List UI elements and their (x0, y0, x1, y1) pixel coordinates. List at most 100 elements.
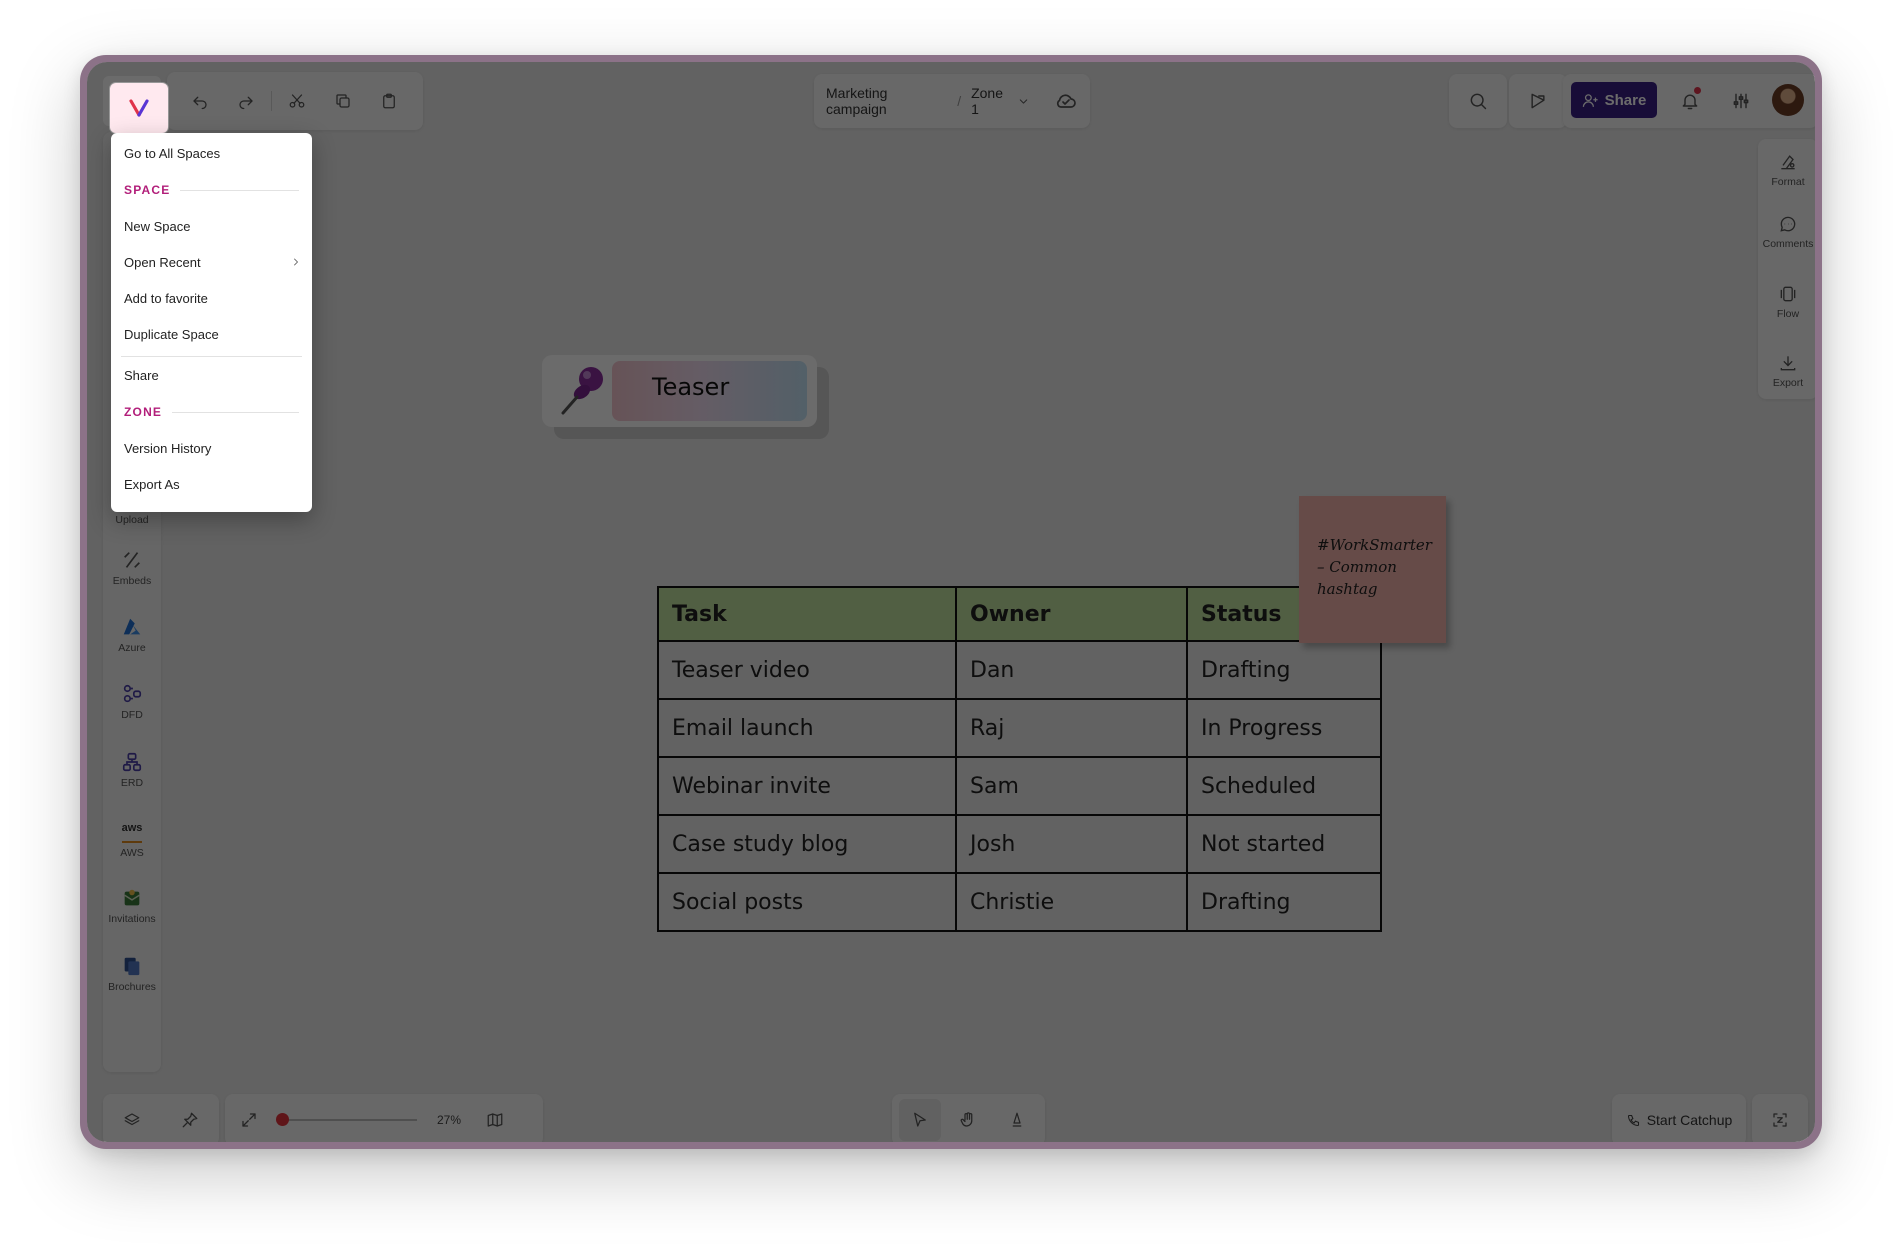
sidebar-item-upload[interactable]: Upload (103, 514, 161, 526)
add-user-icon (1582, 93, 1598, 107)
present-icon[interactable] (1509, 74, 1567, 128)
table-cell: Sam (955, 756, 1188, 816)
zoom-toolbar: 27% (225, 1094, 543, 1142)
app-window: Marketing campaign / Zone 1 Share Upload (80, 55, 1822, 1149)
table-row: Teaser video Dan Drafting (657, 640, 1382, 700)
search-icon[interactable] (1449, 74, 1507, 128)
start-catchup-button[interactable]: Start Catchup (1612, 1094, 1746, 1142)
app-menu: Go to All Spaces SPACE New Space Open Re… (111, 133, 312, 512)
canvas-tools (892, 1094, 1045, 1142)
sidebar-item-label: Brochures (108, 981, 156, 993)
menu-section-label: ZONE (124, 405, 163, 419)
sidebar-item-label: Embeds (112, 575, 152, 587)
chevron-right-icon (290, 256, 302, 268)
layers-icon[interactable] (123, 1111, 141, 1129)
erd-icon (122, 752, 142, 772)
table-cell: In Progress (1186, 698, 1382, 758)
app-logo-icon (129, 99, 149, 117)
avatar[interactable] (1772, 84, 1804, 116)
fit-view-panel (1752, 1094, 1808, 1142)
menu-item-duplicate-space[interactable]: Duplicate Space (124, 319, 302, 349)
menu-section-divider (172, 411, 299, 413)
paste-icon[interactable] (366, 78, 412, 124)
sidebar-item-label: Azure (118, 642, 146, 654)
right-item-comments[interactable]: Comments (1758, 214, 1815, 250)
menu-item-label: Duplicate Space (124, 326, 219, 342)
sticky-note[interactable]: #WorkSmarter – Common hashtag (1299, 496, 1446, 643)
select-tool-icon[interactable] (899, 1099, 942, 1141)
menu-item-go-to-all-spaces[interactable]: Go to All Spaces (124, 138, 302, 168)
fullscreen-icon[interactable] (235, 1111, 263, 1129)
zoom-level: 27% (436, 1113, 462, 1127)
table-header-row: Task Owner Status (657, 586, 1382, 642)
sidebar-item-erd[interactable]: ERD (103, 751, 161, 789)
menu-section-label: SPACE (124, 183, 171, 197)
sidebar-item-label: DFD (121, 709, 143, 721)
table-cell: Teaser video (657, 640, 957, 700)
menu-item-label: Go to All Spaces (124, 145, 221, 161)
settings-sliders-icon[interactable] (1726, 86, 1756, 116)
present-panel (1509, 74, 1567, 128)
menu-item-label: Share (124, 367, 159, 383)
right-item-label: Format (1771, 176, 1805, 188)
right-item-format[interactable]: Format (1758, 152, 1815, 188)
sidebar-item-azure[interactable]: Azure (103, 616, 161, 654)
sidebar-item-label: Invitations (108, 913, 156, 925)
menu-item-share[interactable]: Share (124, 360, 302, 390)
map-icon[interactable] (481, 1111, 509, 1129)
table-cell: Not started (1186, 814, 1382, 874)
right-item-export[interactable]: Export (1758, 353, 1815, 389)
table-row: Webinar invite Sam Scheduled (657, 756, 1382, 816)
sticky-note-text: #WorkSmarter – Common hashtag (1317, 536, 1432, 598)
start-catchup-label: Start Catchup (1646, 1112, 1733, 1128)
app-logo-button-active[interactable] (110, 83, 168, 133)
search-panel (1449, 74, 1507, 128)
sidebar-item-embeds[interactable]: Embeds (103, 549, 161, 587)
sidebar-item-aws[interactable]: aws AWS (103, 819, 161, 859)
menu-item-add-to-favorite[interactable]: Add to favorite (124, 283, 302, 313)
share-button[interactable]: Share (1571, 82, 1657, 118)
redo-icon[interactable] (223, 78, 269, 124)
menu-item-open-recent[interactable]: Open Recent (124, 247, 302, 277)
sidebar-item-invitations[interactable]: Invitations (103, 887, 161, 925)
sidebar-item-brochures[interactable]: Brochures (103, 955, 161, 993)
right-item-label: Export (1772, 377, 1804, 389)
format-icon (1781, 155, 1795, 170)
copy-icon[interactable] (320, 78, 366, 124)
breadcrumb-project[interactable]: Marketing campaign (826, 85, 888, 117)
task-table[interactable]: Task Owner Status Teaser video Dan Draft… (657, 586, 1382, 932)
undo-icon[interactable] (177, 78, 223, 124)
table-cell: Dan (955, 640, 1188, 700)
chevron-down-icon[interactable] (1017, 95, 1030, 108)
zoom-slider[interactable] (276, 1113, 417, 1126)
menu-item-new-space[interactable]: New Space (124, 211, 302, 241)
menu-item-export-as[interactable]: Export As (124, 469, 302, 499)
flow-icon (1780, 286, 1796, 302)
table-cell: Email launch (657, 698, 957, 758)
pen-tool-icon[interactable] (996, 1099, 1038, 1141)
sidebar-item-label: ERD (120, 777, 144, 789)
right-item-flow[interactable]: Flow (1758, 284, 1815, 320)
hand-tool-icon[interactable] (947, 1099, 989, 1141)
teaser-card[interactable]: Teaser (542, 355, 817, 427)
sidebar-item-dfd[interactable]: DFD (103, 683, 161, 721)
pin-icon[interactable] (181, 1111, 199, 1129)
cut-icon[interactable] (274, 78, 320, 124)
azure-icon (123, 618, 141, 635)
right-item-label: Flow (1776, 308, 1800, 320)
table-cell: Case study blog (657, 814, 957, 874)
cloud-sync-icon[interactable] (1054, 89, 1078, 113)
table-cell: Scheduled (1186, 756, 1382, 816)
table-header-cell: Owner (955, 586, 1188, 642)
breadcrumb-zone[interactable]: Zone 1 (971, 85, 1004, 117)
toolbar-divider (271, 91, 272, 111)
fit-view-icon[interactable] (1752, 1094, 1808, 1142)
menu-item-label: New Space (124, 218, 191, 234)
breadcrumb: Marketing campaign / Zone 1 (814, 74, 1090, 128)
zoom-slider-handle[interactable] (276, 1113, 289, 1126)
app-surface: Marketing campaign / Zone 1 Share Upload (87, 62, 1815, 1142)
menu-item-version-history[interactable]: Version History (124, 433, 302, 463)
menu-item-label: Open Recent (124, 254, 201, 270)
sidebar-item-label: Upload (115, 514, 149, 526)
right-item-label: Comments (1762, 238, 1814, 250)
